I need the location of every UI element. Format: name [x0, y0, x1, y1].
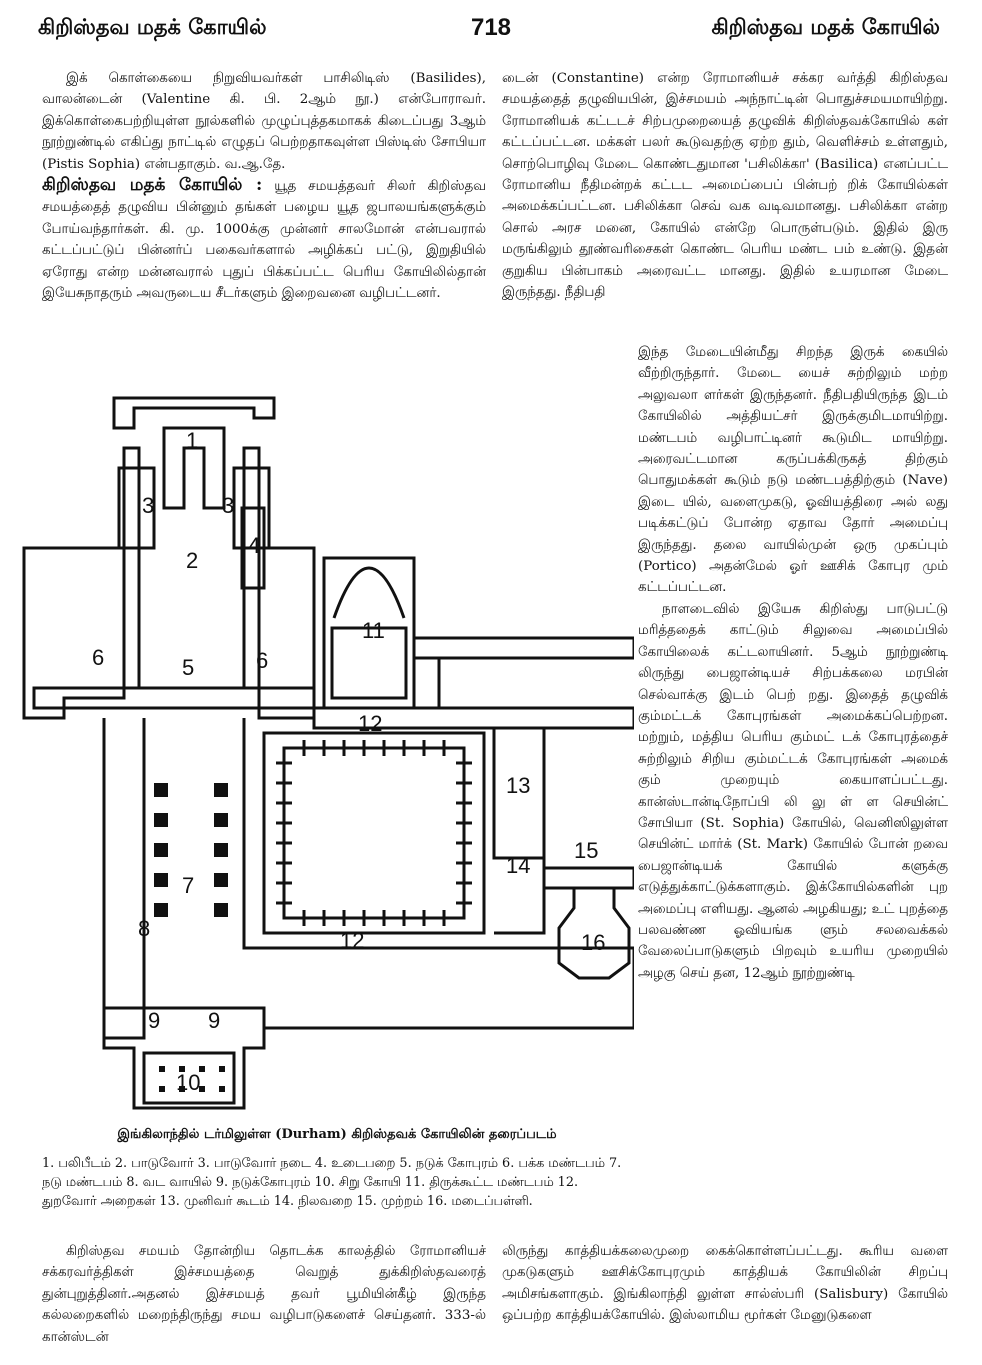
paragraph-basilides: இக் கொள்கையை நிறுவியவர்கள் பாசிலிடிஸ் (B…: [42, 71, 486, 172]
entry-heading: கிறிஸ்தவ மதக் கோயில் :: [42, 175, 263, 196]
plan-label: 12: [340, 928, 364, 953]
plan-label: 6: [256, 648, 268, 673]
paragraph-gothic: லிருந்து காத்தியக்கலைமுறை கைக்கொள்ளப்பட்…: [502, 1244, 948, 1324]
plan-label: 11: [362, 618, 385, 643]
right-column-flow: இந்த மேடையின்மீது சிறந்த இருக் கையில் வீ…: [638, 342, 948, 984]
plan-label: 14: [506, 853, 530, 878]
plan-label: 4: [248, 533, 260, 558]
plan-label: 5: [182, 655, 194, 680]
running-title-left: கிறிஸ்தவ மதக் கோயில்: [38, 14, 267, 39]
paragraph-constantine: டைன் (Constantine) என்ற ரோமானியச் சக்கர …: [502, 71, 948, 301]
plan-label: 3: [142, 493, 154, 518]
plan-label: 1: [186, 428, 198, 453]
figure-legend: 1. பலிபீடம் 2. பாடுவோர் 3. பாடுவோர் நடை …: [42, 1156, 622, 1209]
plan-label: 16: [581, 930, 605, 955]
plan-label: 6: [92, 645, 104, 670]
plan-label: 2: [186, 548, 198, 573]
paragraph-church-intro: கிறிஸ்தவ மதக் கோயில் : யூத சமயத்தவர் சில…: [42, 175, 486, 304]
plan-label: 3: [222, 493, 234, 518]
plan-label: 15: [574, 838, 598, 863]
plan-label: 7: [182, 873, 194, 898]
plan-label: 8: [138, 916, 150, 941]
plan-label: 10: [176, 1070, 200, 1095]
bottom-left-column: கிறிஸ்தவ சமயம் தோன்றிய தொடக்க காலத்தில் …: [42, 1241, 486, 1348]
paragraph-byzantine: நாளடைவில் இயேசு கிறிஸ்து பாடுபட்டு மரித்…: [638, 601, 948, 981]
paragraph-basilica-judge: இந்த மேடையின்மீது சிறந்த இருக் கையில் வீ…: [638, 345, 948, 596]
bottom-right-column: லிருந்து காத்தியக்கலைமுறை கைக்கொள்ளப்பட்…: [502, 1241, 948, 1327]
right-column-top: டைன் (Constantine) என்ற ரோமானியச் சக்கர …: [502, 68, 948, 303]
plan-label: 9: [208, 1008, 220, 1033]
paragraph-early-persecution: கிறிஸ்தவ சமயம் தோன்றிய தொடக்க காலத்தில் …: [42, 1244, 486, 1345]
page-number: 718: [470, 14, 512, 41]
left-column-top: இக் கொள்கையை நிறுவியவர்கள் பாசிலிடிஸ் (B…: [42, 68, 486, 304]
plan-label: 13: [506, 773, 530, 798]
running-title-right: கிறிஸ்தவ மதக் கோயில்: [711, 14, 940, 39]
plan-label: 9: [148, 1008, 160, 1033]
figure-caption: இங்கிலாந்தில் டர்மிலுள்ள (Durham) கிறிஸ்…: [117, 1127, 557, 1142]
plan-label: 12: [358, 711, 382, 736]
durham-floor-plan: 1 2 3 3 4 5 6 6 7 8 9 9 10 11 12 12 13 1…: [22, 396, 634, 1110]
entry-body: யூத சமயத்தவர் சிலர் கிறிஸ்தவ சமயத்தைத் த…: [42, 179, 486, 302]
